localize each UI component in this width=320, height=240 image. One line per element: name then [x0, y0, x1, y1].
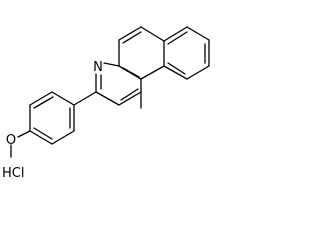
middle-ring [118, 26, 165, 80]
oxygen-label: O [6, 133, 16, 148]
aryl-oxygen-bond [17, 130, 31, 138]
nitrogen-label: N [93, 60, 103, 75]
biaryl-bond [73, 91, 97, 106]
salt-label: HCl [2, 166, 24, 181]
methoxyphenyl-ring [29, 91, 75, 145]
benzo-ring [163, 26, 210, 80]
pyridine-ring [95, 62, 142, 106]
chemical-structure-diagram: N O HCl [2, 26, 210, 181]
